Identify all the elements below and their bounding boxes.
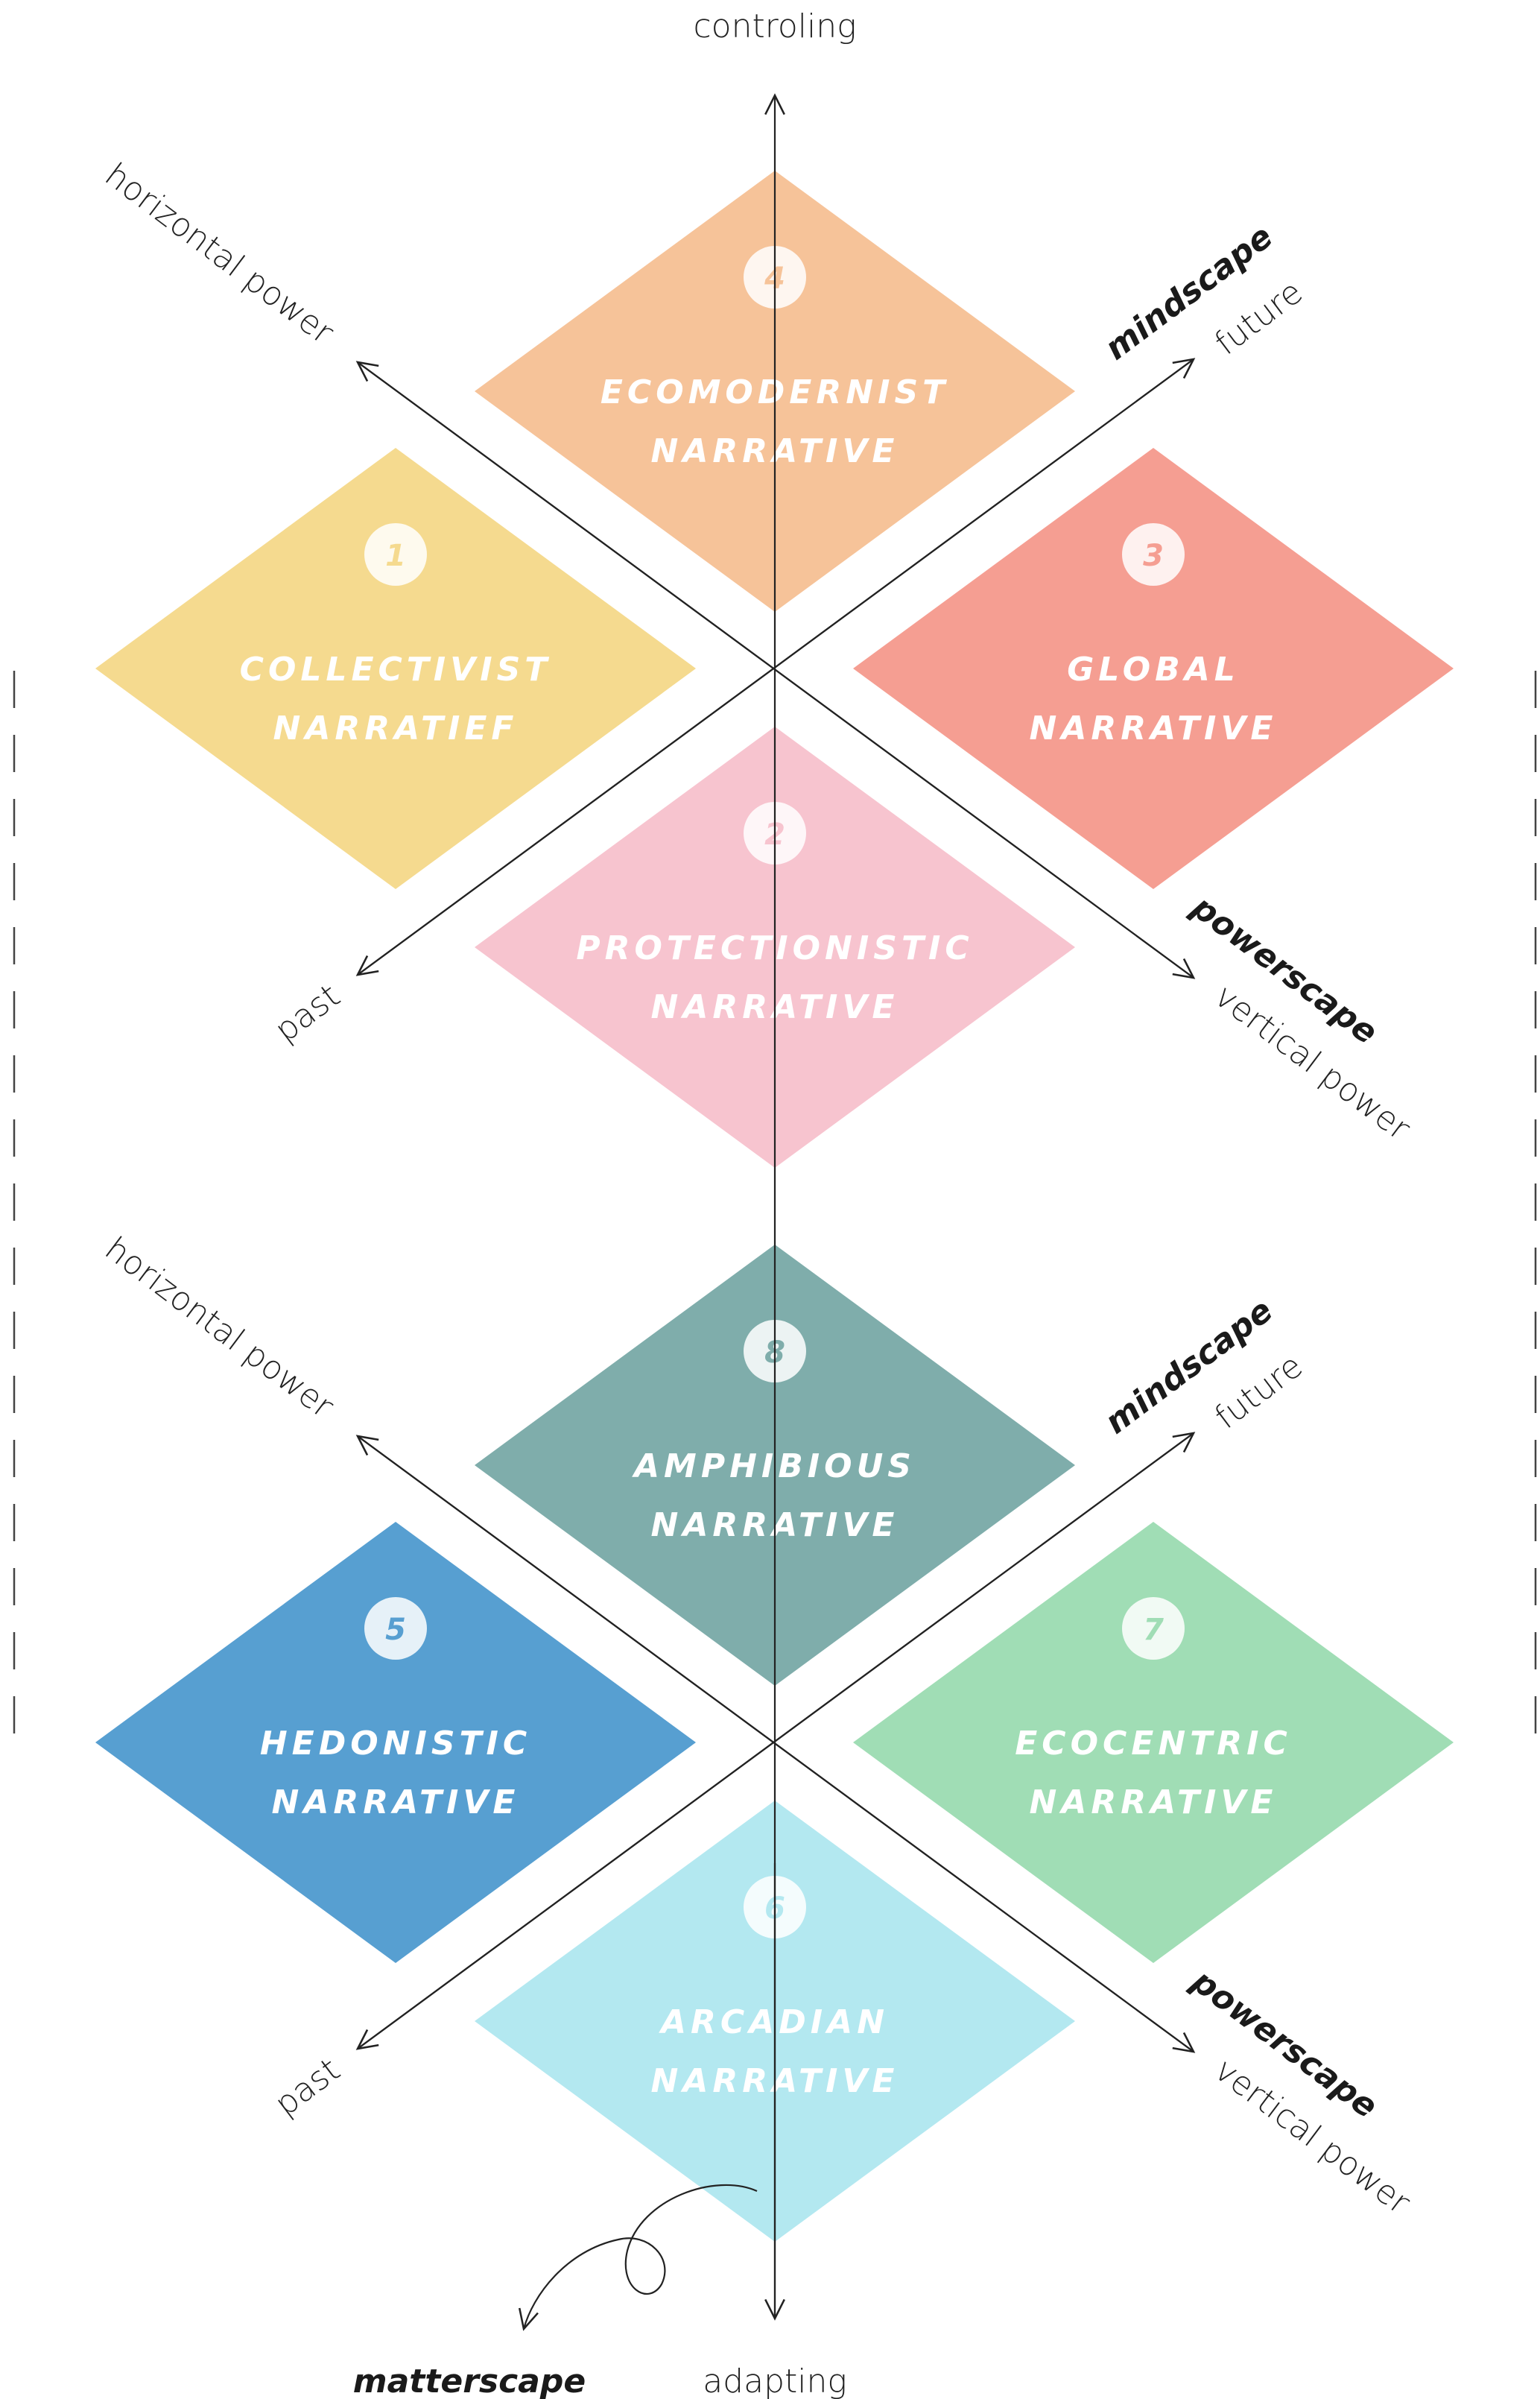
label-horizontal-power: horizontal power xyxy=(98,156,340,353)
narrative-subtitle: NARRATIVE xyxy=(651,988,899,1026)
axis-label-matterscape: matterscape xyxy=(353,2362,586,2399)
narrative-title: PROTECTIONISTIC xyxy=(576,929,973,967)
axis-label-adapting: adapting xyxy=(703,2362,847,2399)
narrative-subtitle: NARRATIVE xyxy=(651,2062,899,2100)
narrative-subtitle: NARRATIVE xyxy=(651,432,899,470)
narrative-diamond xyxy=(95,1522,696,1963)
label-past: past xyxy=(267,977,347,1050)
label-horizontal-power: horizontal power xyxy=(98,1230,340,1426)
dashed-divider-lines xyxy=(13,671,1537,1741)
narrative-diamond xyxy=(853,1522,1454,1963)
narrative-title: AMPHIBIOUS xyxy=(632,1447,916,1485)
narrative-title: ECOCENTRIC xyxy=(1015,1725,1291,1763)
narrative-subtitle: NARRATIVE xyxy=(1030,709,1278,747)
narrative-diamond xyxy=(95,448,696,889)
curly-arrow xyxy=(518,2184,758,2331)
number-badge xyxy=(1122,1597,1185,1660)
narrative-diamond xyxy=(853,448,1454,889)
narrative-title: GLOBAL xyxy=(1067,651,1240,689)
badge-number: 3 xyxy=(1143,539,1164,573)
axis-label-controling: controling xyxy=(693,7,856,45)
narrative-subtitle: NARRATIVE xyxy=(272,1783,520,1821)
badge-number: 7 xyxy=(1143,1613,1164,1647)
number-badge xyxy=(1122,523,1185,586)
narrative-title: COLLECTIVIST xyxy=(240,651,552,689)
narrative-title: ECOMODERNIST xyxy=(601,373,949,411)
narrative-subtitle: NARRATIVE xyxy=(1030,1783,1278,1821)
badge-number: 1 xyxy=(385,539,406,573)
narrative-subtitle: NARRATIEF xyxy=(273,709,519,747)
narrative-subtitle: NARRATIVE xyxy=(651,1506,899,1544)
narrative-cluster-1: 4ECOMODERNISTNARRATIVE1COLLECTIVISTNARRA… xyxy=(95,156,1454,1168)
badge-number: 5 xyxy=(385,1613,406,1647)
number-badge xyxy=(364,1597,427,1660)
label-past: past xyxy=(267,2051,347,2124)
narrative-title: HEDONISTIC xyxy=(260,1725,531,1763)
narrative-title: ARCADIAN xyxy=(659,2003,889,2041)
number-badge xyxy=(364,523,427,586)
